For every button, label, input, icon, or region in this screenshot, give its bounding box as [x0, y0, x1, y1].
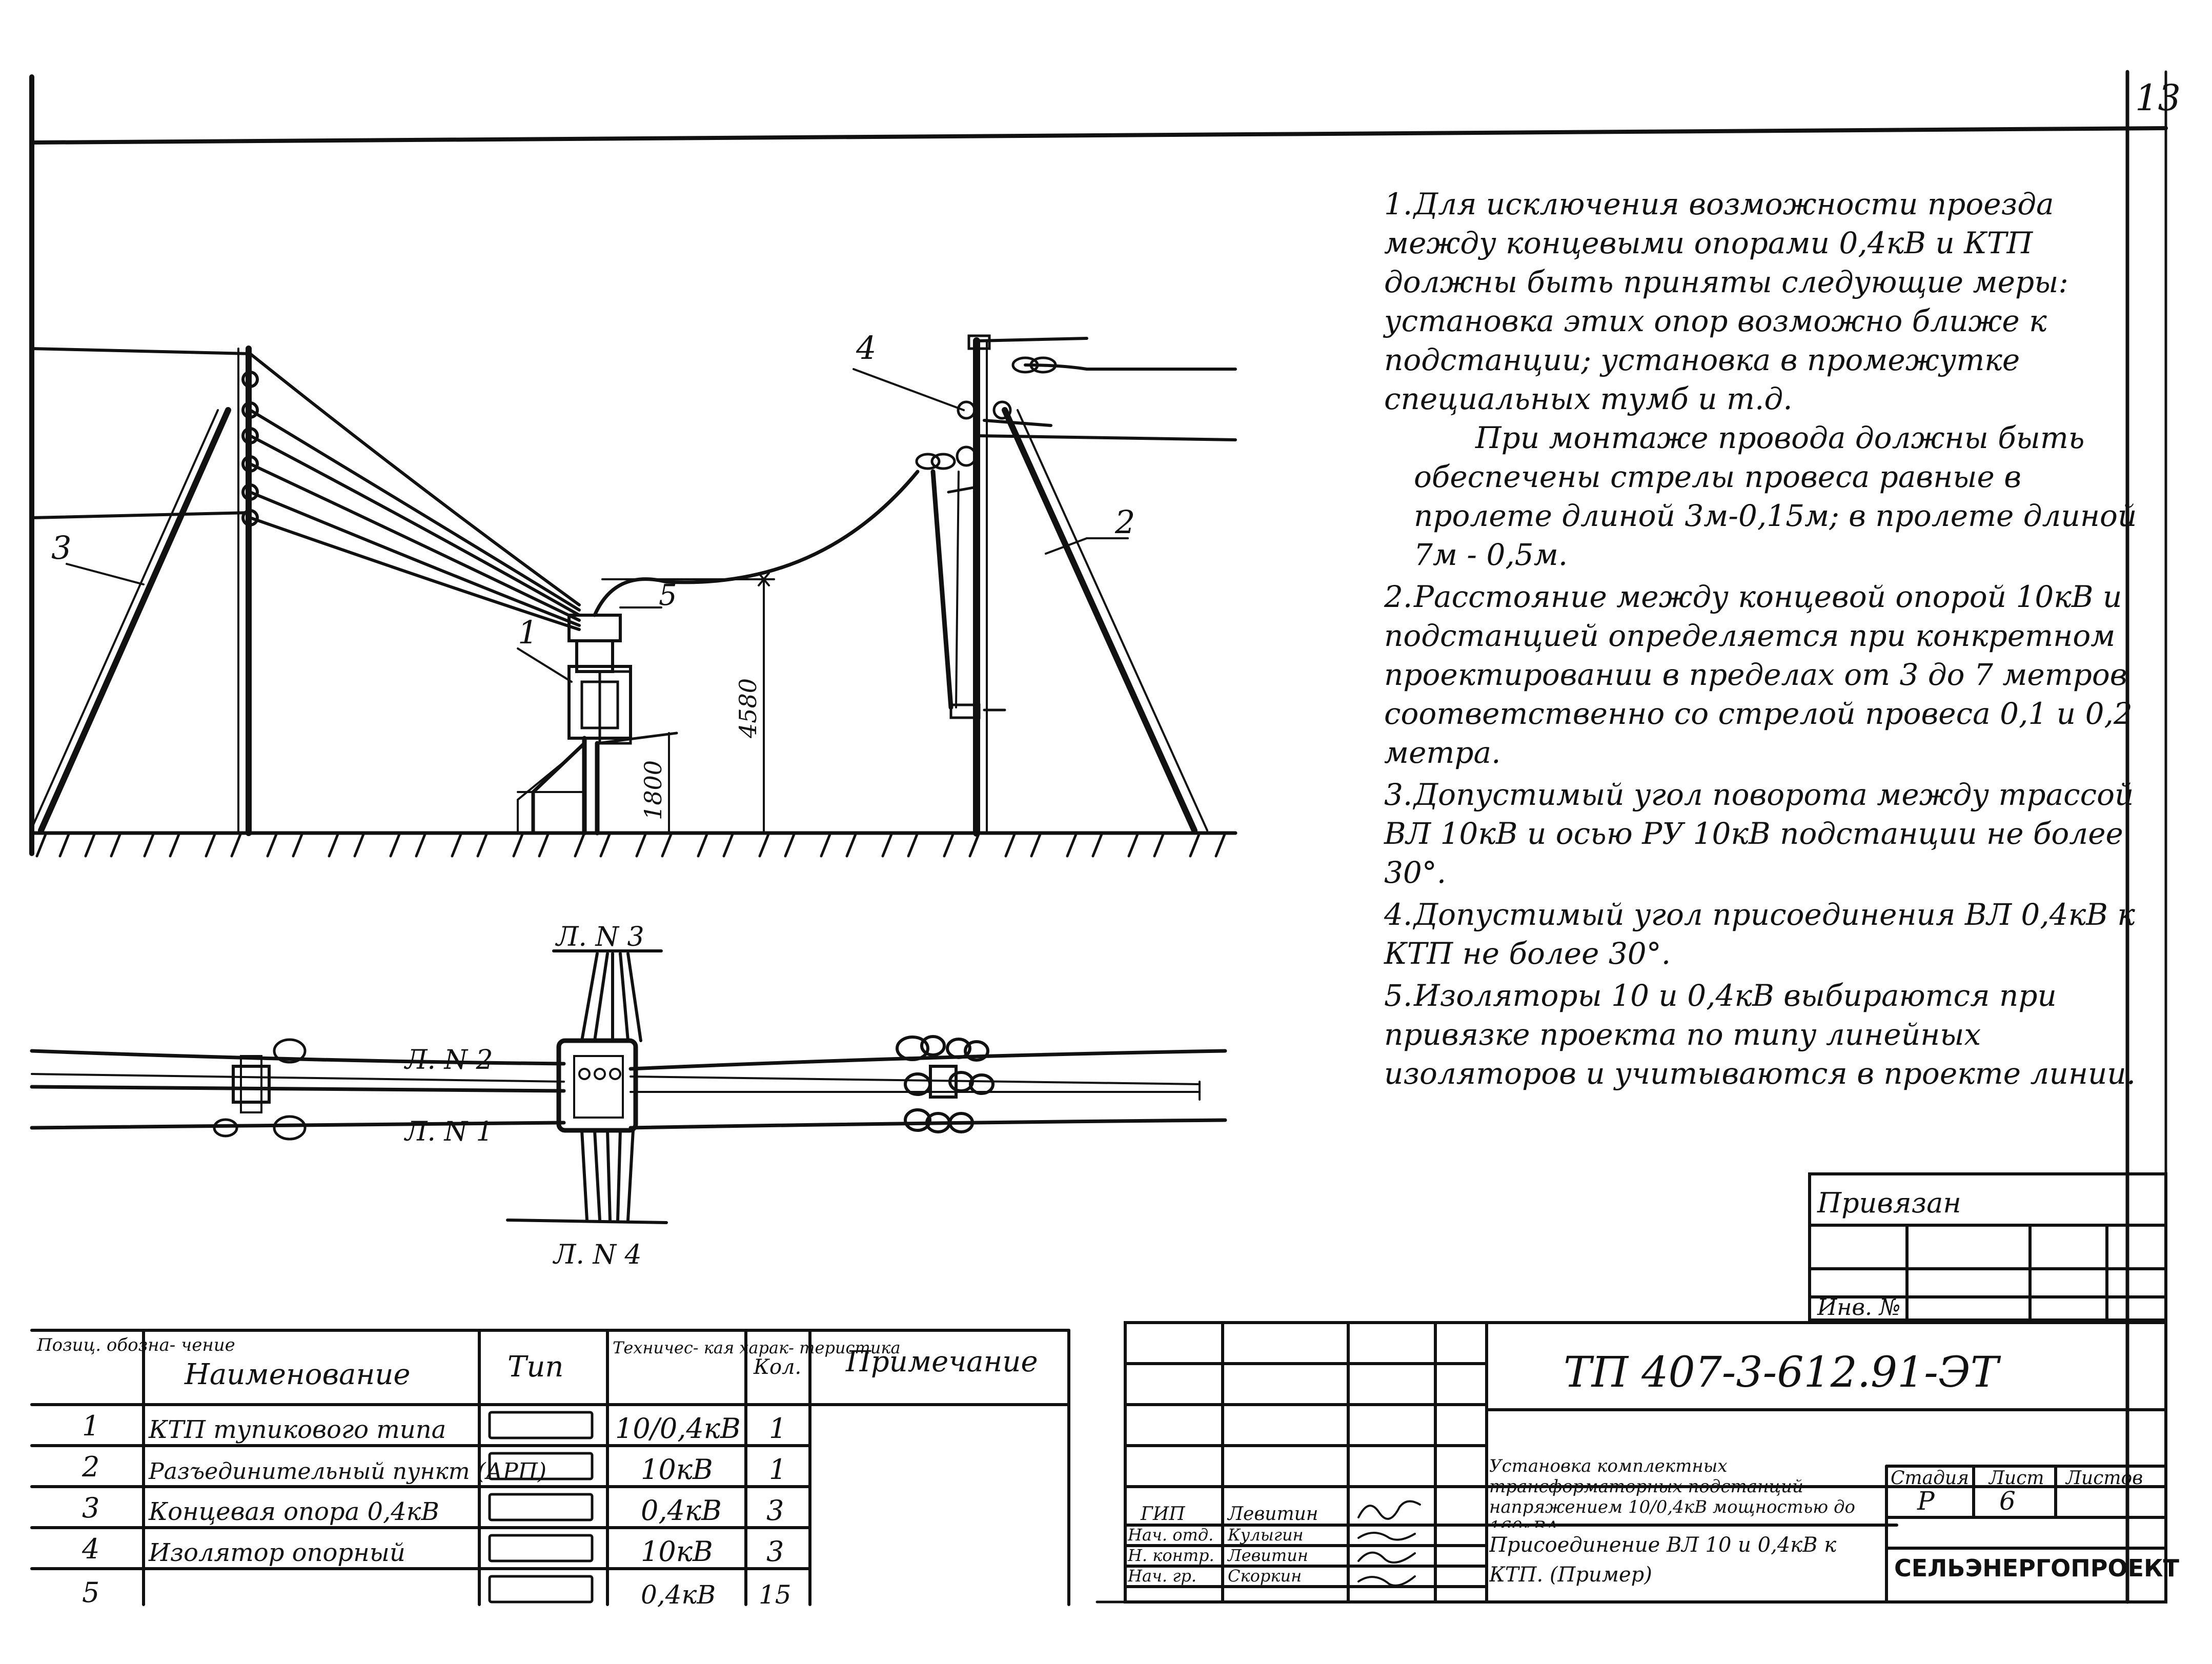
note-1: 1.Для исключения возможности проезда меж…	[1384, 185, 2153, 574]
note-number: 5.	[1384, 978, 1413, 1013]
document-code: ТП 407-3-612.91-ЭТ	[1564, 1348, 2001, 1397]
row-2-name: Разъединительный пункт (АРП)	[148, 1458, 546, 1485]
note-2: 2.Расстояние между концевой опорой 10кВ …	[1384, 577, 2153, 772]
row-1-qty: 1	[769, 1412, 786, 1445]
sheets-label: Листов	[2065, 1468, 2143, 1489]
row-4-qty: 3	[766, 1535, 784, 1568]
row-4-char: 10кВ	[641, 1535, 713, 1568]
row-1-pos: 1	[82, 1410, 99, 1442]
row-5-qty: 15	[759, 1580, 792, 1610]
row-3-qty: 3	[766, 1494, 784, 1527]
dim-4580: 4580	[734, 678, 762, 739]
row-3-name: Концевая опора 0,4кВ	[148, 1497, 439, 1526]
note-3: 3.Допустимый угол поворота между трассой…	[1384, 775, 2153, 892]
sheet-title: Присоединение ВЛ 10 и 0,4кВ к КТП. (Прим…	[1489, 1533, 1837, 1587]
stage-value: Р	[1917, 1486, 1935, 1516]
callout-3: 3	[51, 529, 71, 566]
callout-1: 1	[518, 614, 538, 651]
note-text-continued: При монтаже провода должны быть обеспече…	[1414, 420, 2137, 572]
spec-table-rows: 1 КТП тупикового типа 10/0,4кВ 1 2 Разъе…	[82, 1410, 792, 1610]
line-label-4: Л. N 4	[552, 1240, 642, 1270]
note-4: 4.Допустимый угол присоединения ВЛ 0,4кВ…	[1384, 895, 2153, 973]
binding-title: Привязан	[1817, 1187, 1961, 1219]
callout-4: 4	[856, 329, 876, 367]
note-text: Допустимый угол присоединения ВЛ 0,4кВ к…	[1384, 897, 2135, 971]
page-number: 13	[2135, 77, 2181, 119]
note-text: Допустимый угол поворота между трассой В…	[1384, 777, 2134, 890]
row-3-char: 0,4кВ	[641, 1494, 722, 1527]
row-4-pos: 4	[82, 1533, 99, 1565]
callout-2: 2	[1114, 503, 1135, 541]
header-characteristic: Техничес- кая харак- теристика	[613, 1338, 901, 1357]
header-type: Тип	[508, 1350, 563, 1384]
row-1-char: 10/0,4кВ	[615, 1412, 741, 1445]
header-position: Позиц. обозна- чение	[36, 1335, 235, 1355]
row-2-qty: 1	[769, 1453, 786, 1486]
row-1-name: КТП тупикового типа	[148, 1415, 446, 1444]
dim-1800: 1800	[639, 760, 667, 820]
line-label-1: Л. N 1	[403, 1117, 493, 1147]
row-2-pos: 2	[82, 1451, 99, 1483]
row-4-name: Изолятор опорный	[148, 1538, 405, 1567]
inventory-label: Инв. №	[1817, 1294, 1901, 1321]
name-head-group: Скоркин	[1228, 1566, 1302, 1586]
callout-5: 5	[659, 579, 677, 612]
header-note: Примечание	[845, 1345, 1038, 1378]
note-number: 2.	[1384, 579, 1413, 614]
note-text: Для исключения возможности проезда между…	[1384, 187, 2068, 416]
project-title: Установка комплектных трансформаторных п…	[1489, 1456, 1856, 1528]
role-head-group: Нач. гр.	[1127, 1566, 1196, 1586]
line-label-2: Л. N 2	[403, 1045, 493, 1075]
note-number: 4.	[1384, 897, 1413, 932]
row-2-char: 10кВ	[641, 1453, 713, 1486]
role-head-dept: Нач. отд.	[1127, 1525, 1213, 1545]
spec-table-header: Позиц. обозна- чение Наименование Тип Те…	[36, 1335, 1038, 1391]
sheet-value: 6	[1999, 1486, 2016, 1516]
organization-name: СЕЛЬЭНЕРГОПРОЕКТ	[1894, 1554, 2180, 1582]
name-head-dept: Кулыгин	[1227, 1525, 1304, 1545]
sheet-label: Лист	[1988, 1468, 2044, 1489]
row-5-char: 0,4кВ	[641, 1580, 716, 1610]
role-norm-control: Н. контр.	[1127, 1546, 1214, 1565]
header-name: Наименование	[184, 1358, 411, 1391]
role-gip: ГИП	[1140, 1504, 1185, 1525]
note-number: 1.	[1384, 187, 1413, 221]
note-5: 5.Изоляторы 10 и 0,4кВ выбираются при пр…	[1384, 976, 2153, 1093]
header-qty: Кол.	[753, 1355, 801, 1379]
row-3-pos: 3	[82, 1492, 99, 1524]
line-label-3: Л. N 3	[555, 922, 644, 952]
stage-label: Стадия	[1891, 1468, 1969, 1489]
general-notes: 1.Для исключения возможности проезда меж…	[1384, 185, 2153, 1096]
name-norm-control: Левитин	[1227, 1546, 1308, 1565]
note-number: 3.	[1384, 777, 1413, 812]
row-5-pos: 5	[82, 1576, 99, 1609]
note-text: Изоляторы 10 и 0,4кВ выбираются при прив…	[1384, 978, 2136, 1091]
note-text: Расстояние между концевой опорой 10кВ и …	[1384, 579, 2133, 770]
name-gip: Левитин	[1227, 1504, 1318, 1525]
